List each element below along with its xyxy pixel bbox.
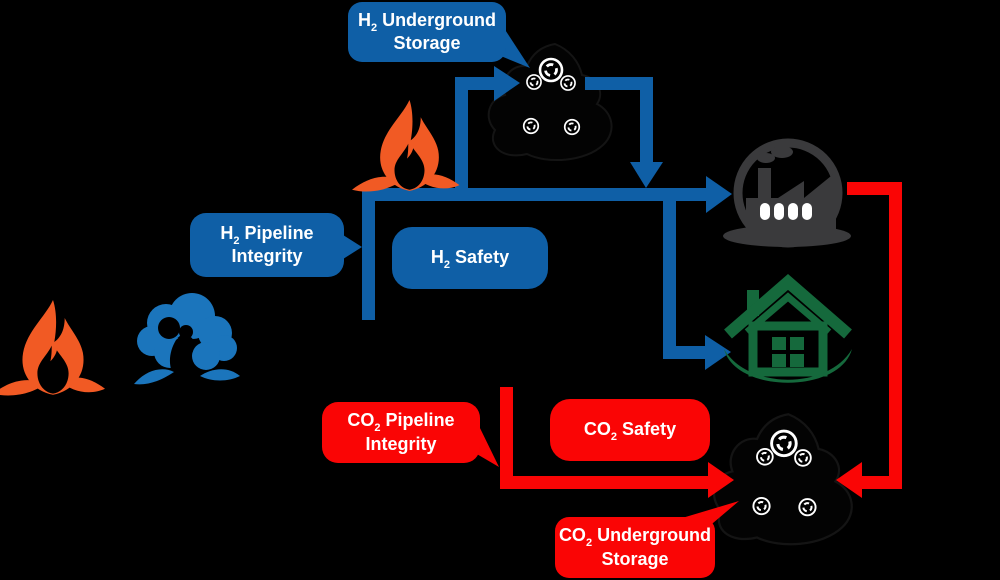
smoke-cloud-icon — [134, 293, 240, 385]
co2-downcomer-from-factory — [889, 182, 902, 489]
source-flame-icon — [0, 300, 106, 396]
h2-underground-storage-site-icon — [489, 44, 612, 160]
h2-injection-line-top — [455, 77, 495, 90]
callout-line: H2 Safety — [430, 247, 510, 272]
h2-arrow-to-factory — [706, 176, 732, 213]
callout-line: CO2 Pipeline — [347, 410, 455, 435]
h2-withdrawal-line — [640, 77, 653, 165]
h2-underground-storage-callout: H2 Underground Storage — [348, 2, 506, 62]
co2-return-run — [860, 476, 902, 489]
h2-withdrawal-line-top — [585, 77, 653, 90]
co2-pipeline-lines — [500, 182, 902, 498]
co2-main-pipeline — [500, 476, 710, 489]
co2-safety-callout: CO2 Safety — [550, 399, 710, 461]
callout-line: Integrity — [365, 433, 437, 454]
h2-pipeline-integrity-callout: H2 Pipeline Integrity — [190, 213, 344, 277]
h2-safety-callout: H2 Safety — [392, 227, 548, 289]
callout-line: Integrity — [231, 246, 303, 266]
callout-line: CO2 Underground — [558, 525, 712, 550]
pipeline-flame-icon — [352, 100, 460, 192]
co2-main-riser — [500, 387, 513, 489]
co2-arrow-into-storage-left — [708, 462, 734, 498]
h2-branch-to-house — [663, 194, 676, 359]
h2-pipeline-lines — [362, 66, 732, 370]
co2-underground-storage-site-icon — [714, 414, 852, 544]
co2-pipeline-integrity-callout: CO2 Pipeline Integrity — [322, 402, 480, 463]
callout-line: Storage — [601, 548, 669, 569]
co2-line-from-factory — [847, 182, 902, 195]
h2-main-pipeline — [362, 188, 708, 201]
callout-line: H2 Pipeline — [220, 222, 314, 247]
house-icon — [724, 274, 852, 383]
factory-icon — [723, 138, 851, 248]
h2-injection-line — [455, 77, 468, 195]
h2-branch-to-house-run — [663, 346, 707, 359]
co2-underground-storage-callout: CO2 Underground Storage — [555, 517, 715, 578]
h2-arrow-from-storage — [630, 162, 663, 188]
h2-supply-riser — [362, 188, 375, 320]
callout-line: CO2 Safety — [583, 419, 677, 444]
h2-arrow-to-house — [705, 335, 731, 370]
co2-arrow-into-storage-right — [836, 462, 862, 498]
callout-line: Storage — [393, 33, 461, 53]
callout-line: H2 Underground — [357, 9, 497, 34]
h2-arrow-into-storage — [494, 66, 520, 101]
